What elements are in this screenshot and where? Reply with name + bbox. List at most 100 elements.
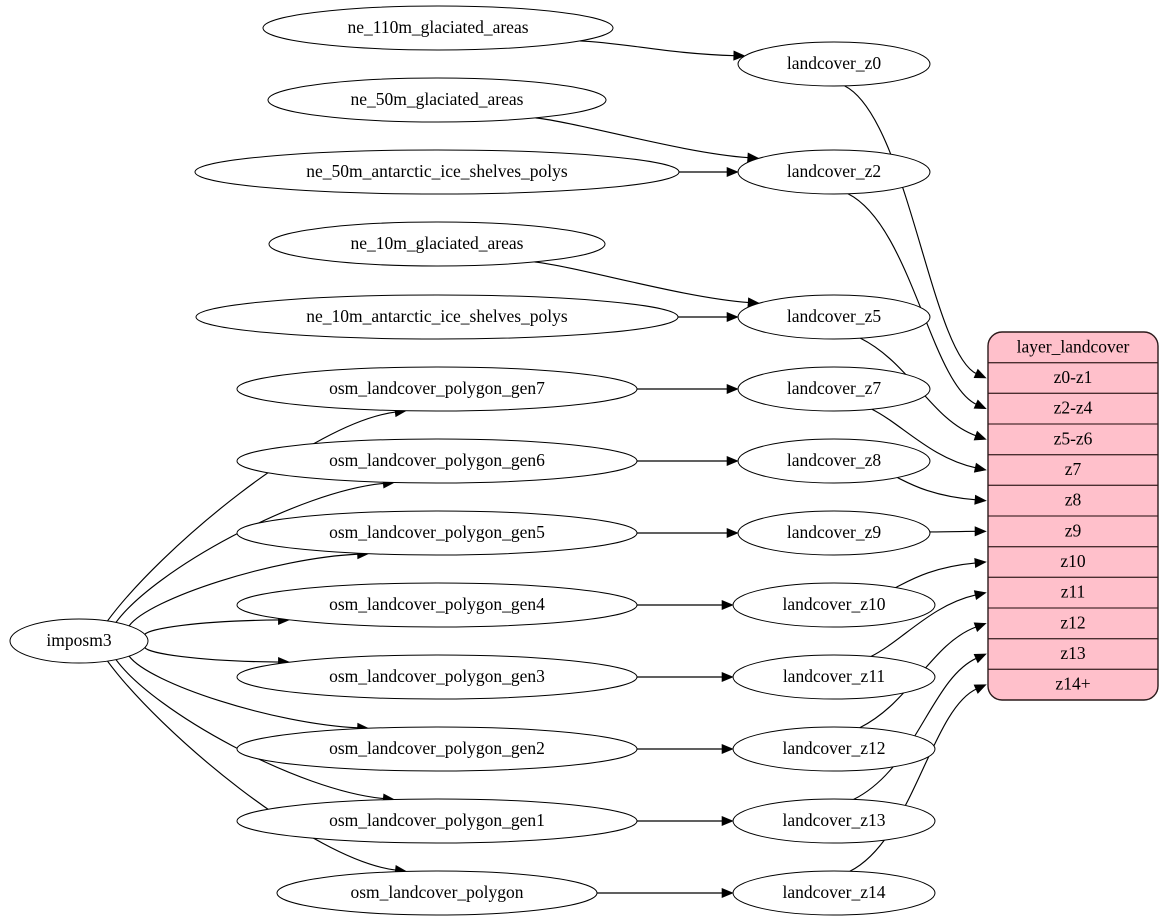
edge-landcover_z14-to-layer_landcover-z14- — [849, 688, 978, 872]
osm-node-osm_landcover_polygon_gen2[interactable]: osm_landcover_polygon_gen2 — [236, 726, 638, 772]
table-row-z5-z6[interactable] — [988, 424, 1158, 455]
landcover-node-landcover_z8[interactable]: landcover_z8 — [737, 438, 931, 484]
node-ellipse-shape — [737, 366, 931, 412]
natural-earth-node-ne_10m_antarctic_ice_shelves_polys[interactable]: ne_10m_antarctic_ice_shelves_polys — [195, 294, 679, 340]
osm-node-osm_landcover_polygon_gen4[interactable]: osm_landcover_polygon_gen4 — [236, 582, 638, 628]
arrowhead-icon — [973, 622, 987, 632]
arrowhead-icon — [726, 527, 739, 539]
edge-landcover_z7-to-layer_landcover-z7 — [871, 408, 977, 469]
table-body: layer_landcoverz0-z1z2-z4z5-z6z7z8z9z10z… — [988, 332, 1158, 700]
arrowhead-icon — [721, 599, 734, 611]
edge-imposm3-to-osm_landcover_polygon_gen2 — [128, 655, 359, 729]
edge-ne_10m_glaciated_areas-to-landcover_z5 — [534, 261, 750, 304]
landcover-node-landcover_z2[interactable]: landcover_z2 — [737, 149, 931, 195]
edge-imposm3-to-osm_landcover_polygon_gen1 — [115, 659, 385, 800]
edge-landcover_z2-to-layer_landcover-z2-z4 — [847, 193, 978, 406]
osm-node-osm_landcover_polygon_gen5[interactable]: osm_landcover_polygon_gen5 — [236, 510, 638, 556]
edge-ne_50m_glaciated_areas-to-landcover_z2 — [535, 117, 749, 159]
node-ellipse-shape — [236, 366, 638, 412]
node-ellipse-shape — [236, 654, 638, 700]
node-ellipse-shape — [236, 726, 638, 772]
node-ellipse-shape — [732, 582, 936, 628]
natural-earth-node-ne_50m_antarctic_ice_shelves_polys[interactable]: ne_50m_antarctic_ice_shelves_polys — [194, 149, 680, 195]
arrowhead-icon — [726, 383, 739, 395]
node-ellipse-shape — [732, 870, 936, 916]
node-ellipse-shape — [737, 438, 931, 484]
node-ellipse-shape — [236, 510, 638, 556]
osm-node-osm_landcover_polygon_gen3[interactable]: osm_landcover_polygon_gen3 — [236, 654, 638, 700]
landcover-node-landcover_z10[interactable]: landcover_z10 — [732, 582, 936, 628]
arrowhead-icon — [974, 526, 987, 537]
table-row-z12[interactable] — [988, 608, 1158, 639]
edge-landcover_z8-to-layer_landcover-z8 — [897, 477, 977, 501]
osm-node-osm_landcover_polygon_gen1[interactable]: osm_landcover_polygon_gen1 — [236, 798, 638, 844]
natural-earth-node-ne_10m_glaciated_areas[interactable]: ne_10m_glaciated_areas — [268, 221, 606, 267]
edge-imposm3-to-osm_landcover_polygon_gen5 — [128, 553, 359, 627]
table-row-z13[interactable] — [988, 639, 1158, 670]
arrowhead-icon — [721, 815, 734, 827]
arrowhead-icon — [973, 684, 987, 694]
node-ellipse-shape — [737, 294, 931, 340]
node-ellipse-shape — [236, 798, 638, 844]
table-row-z0-z1[interactable] — [988, 363, 1158, 394]
source-node-imposm3[interactable]: imposm3 — [9, 618, 149, 664]
arrowhead-icon — [973, 462, 987, 473]
table-row-z8[interactable] — [988, 485, 1158, 516]
arrowhead-icon — [733, 50, 746, 61]
arrowhead-icon — [726, 455, 739, 467]
node-ellipse-shape — [262, 5, 614, 51]
node-ellipse-shape — [737, 41, 931, 87]
arrowhead-icon — [721, 743, 734, 755]
node-ellipse-shape — [236, 438, 638, 484]
node-ellipse-shape — [732, 798, 936, 844]
edge-imposm3-to-osm_landcover_polygon_gen6 — [115, 482, 385, 623]
edge-landcover_z13-to-layer_landcover-z13 — [853, 657, 978, 800]
landcover-node-landcover_z11[interactable]: landcover_z11 — [732, 654, 936, 700]
table-row-z10[interactable] — [988, 547, 1158, 578]
natural-earth-node-ne_110m_glaciated_areas[interactable]: ne_110m_glaciated_areas — [262, 5, 614, 51]
landcover-node-landcover_z12[interactable]: landcover_z12 — [732, 726, 936, 772]
edge-imposm3-to-osm_landcover_polygon_gen7 — [107, 411, 397, 622]
edge-landcover_z10-to-layer_landcover-z10 — [895, 562, 977, 589]
node-ellipse-shape — [194, 149, 680, 195]
node-ellipse-shape — [195, 294, 679, 340]
table-row-z2-z4[interactable] — [988, 393, 1158, 424]
node-ellipse-shape — [737, 149, 931, 195]
arrowhead-icon — [973, 368, 987, 379]
landcover-node-landcover_z13[interactable]: landcover_z13 — [732, 798, 936, 844]
table-row-z7[interactable] — [988, 455, 1158, 486]
node-ellipse-shape — [732, 726, 936, 772]
node-ellipse-shape — [236, 582, 638, 628]
landcover-node-landcover_z14[interactable]: landcover_z14 — [732, 870, 936, 916]
osm-node-osm_landcover_polygon_gen6[interactable]: osm_landcover_polygon_gen6 — [236, 438, 638, 484]
node-ellipse-shape — [276, 870, 598, 916]
node-ellipse-shape — [268, 221, 606, 267]
edge-imposm3-to-osm_landcover_polygon_gen4 — [144, 619, 280, 635]
edge-imposm3-to-osm_landcover_polygon_gen3 — [144, 647, 280, 663]
table-row-z11[interactable] — [988, 577, 1158, 608]
arrowhead-icon — [721, 671, 734, 683]
osm-node-osm_landcover_polygon[interactable]: osm_landcover_polygon — [276, 870, 598, 916]
landcover-node-landcover_z0[interactable]: landcover_z0 — [737, 41, 931, 87]
osm-node-osm_landcover_polygon_gen7[interactable]: osm_landcover_polygon_gen7 — [236, 366, 638, 412]
arrowhead-icon — [726, 311, 739, 323]
natural-earth-node-ne_50m_glaciated_areas[interactable]: ne_50m_glaciated_areas — [267, 77, 607, 123]
table-outline — [987, 331, 1159, 701]
node-ellipse-shape — [267, 77, 607, 123]
landcover-node-landcover_z9[interactable]: landcover_z9 — [737, 510, 931, 556]
edge-landcover_z11-to-layer_landcover-z11 — [870, 594, 977, 658]
landcover-node-landcover_z7[interactable]: landcover_z7 — [737, 366, 931, 412]
arrowhead-icon — [973, 430, 987, 441]
table-row-z14plus[interactable] — [988, 669, 1158, 700]
arrowhead-icon — [974, 494, 987, 505]
edge-landcover_z9-to-layer_landcover-z9 — [929, 530, 977, 533]
arrowhead-icon — [726, 166, 739, 178]
edge-ne_110m_glaciated_areas-to-landcover_z0 — [579, 40, 735, 57]
edge-landcover_z0-to-layer_landcover-z0-z1 — [844, 85, 978, 375]
landcover-node-landcover_z5[interactable]: landcover_z5 — [737, 294, 931, 340]
node-ellipse-shape — [732, 654, 936, 700]
arrowhead-icon — [974, 557, 987, 569]
layer-landcover-table[interactable]: layer_landcoverz0-z1z2-z4z5-z6z7z8z9z10z… — [987, 331, 1159, 701]
table-row-z9[interactable] — [988, 516, 1158, 547]
